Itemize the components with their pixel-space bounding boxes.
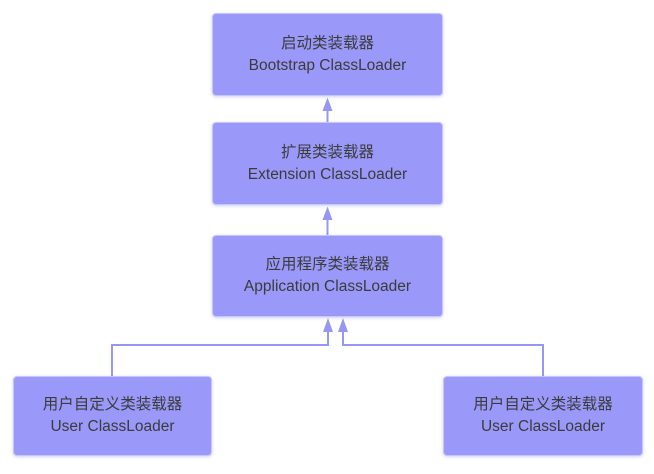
arrowhead-up-icon (322, 206, 333, 220)
node-label-zh: 应用程序类装载器 (265, 256, 390, 273)
arrowhead-up-icon (323, 318, 333, 332)
arrow-application-to-extension (322, 206, 333, 235)
arrow-extension-to-bootstrap (322, 97, 333, 122)
node-label-en: Application ClassLoader (243, 278, 412, 295)
arrowhead-up-icon (322, 97, 333, 111)
connector-path (342, 332, 544, 376)
node-label-zh: 用户自定义类装载器 (473, 396, 613, 413)
connector-user-left-to-application (111, 318, 333, 376)
node-label-zh: 启动类装载器 (280, 34, 374, 52)
node-label-zh: 扩展类装载器 (280, 143, 374, 161)
node-extension-classloader: 扩展类装载器 Extension ClassLoader (212, 122, 443, 205)
arrowhead-up-icon (338, 318, 348, 332)
node-label-en: User ClassLoader (480, 418, 606, 435)
node-user-classloader-left: 用户自定义类装载器 User ClassLoader (13, 376, 212, 456)
node-user-classloader-right: 用户自定义类装载器 User ClassLoader (443, 376, 643, 456)
node-bootstrap-classloader: 启动类装载器 Bootstrap ClassLoader (212, 13, 443, 96)
node-label-zh: 用户自定义类装载器 (42, 396, 183, 413)
node-label-en: Bootstrap ClassLoader (248, 56, 407, 74)
node-label-en: Extension ClassLoader (247, 165, 408, 183)
connector-path (111, 332, 329, 376)
connector-user-right-to-application (338, 318, 544, 376)
node-application-classloader: 应用程序类装载器 Application ClassLoader (212, 235, 443, 317)
node-label-en: User ClassLoader (50, 418, 175, 435)
